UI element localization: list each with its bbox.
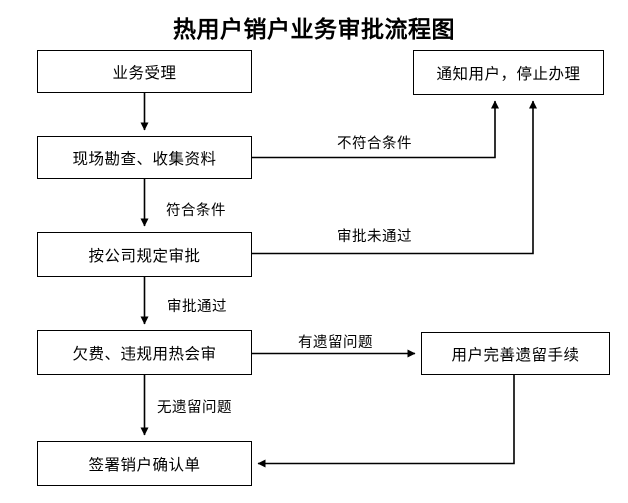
connector-approval-to-notify	[252, 100, 537, 255]
edge-label-not-qualified: 不符合条件	[337, 136, 412, 152]
node-company-approval[interactable]: 按公司规定审批	[37, 232, 252, 277]
node-label: 欠费、违规用热会审	[72, 345, 217, 363]
node-label: 业务受理	[112, 64, 177, 82]
edge-label-qualified: 符合条件	[166, 203, 226, 219]
edge-label-has-pending-issues: 有遗留问题	[298, 335, 373, 351]
connector-survey-to-notify	[252, 100, 499, 159]
node-label: 现场勘查、收集资料	[72, 150, 217, 168]
connector-supplement-to-signature	[257, 375, 515, 468]
edge-label-approval-failed: 审批未通过	[337, 229, 412, 245]
node-notify-user-stop[interactable]: 通知用户，停止办理	[413, 50, 604, 95]
edge-label-no-pending-issues: 无遗留问题	[157, 400, 232, 416]
node-business-acceptance[interactable]: 业务受理	[37, 50, 252, 93]
node-user-complete-formalities[interactable]: 用户完善遗留手续	[421, 332, 610, 375]
node-label: 签署销户确认单	[88, 456, 201, 474]
node-site-survey[interactable]: 现场勘查、收集资料	[37, 136, 252, 179]
node-label: 通知用户，停止办理	[436, 65, 581, 83]
page-title: 热用户销户业务审批流程图	[173, 16, 455, 42]
node-sign-confirmation[interactable]: 签署销户确认单	[37, 441, 252, 486]
node-label: 按公司规定审批	[88, 247, 201, 265]
node-label: 用户完善遗留手续	[451, 346, 580, 364]
edge-label-approval-passed: 审批通过	[167, 299, 227, 315]
node-arrears-review[interactable]: 欠费、违规用热会审	[37, 330, 252, 375]
